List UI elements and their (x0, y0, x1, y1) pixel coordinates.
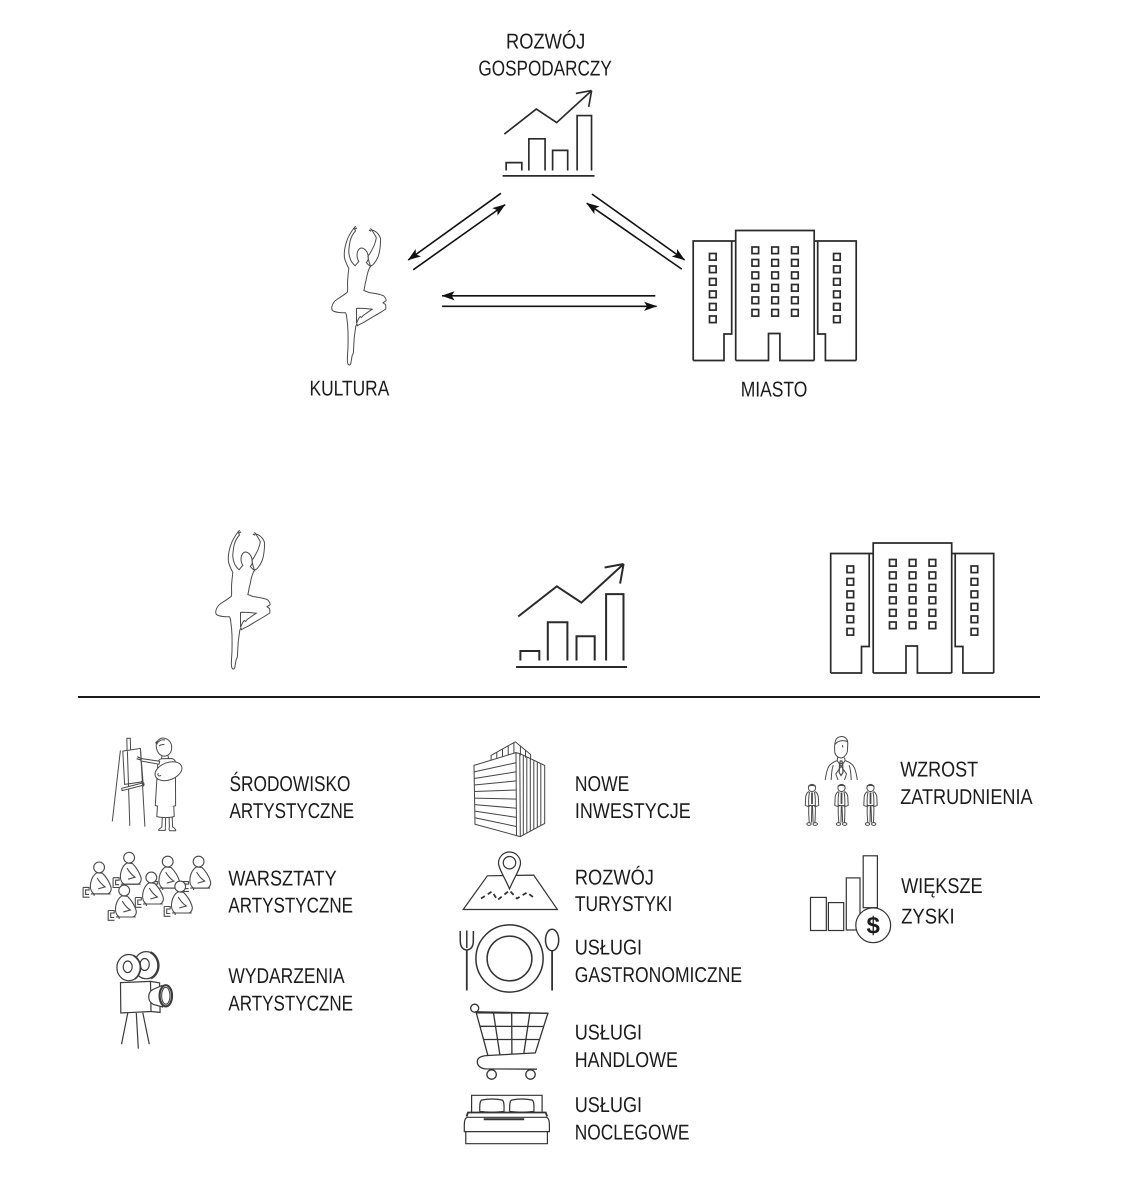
svg-text:MIASTO: MIASTO (741, 378, 808, 402)
svg-text:ROZWÓJ: ROZWÓJ (506, 29, 585, 53)
svg-text:ARTYSTYCZNE: ARTYSTYCZNE (228, 894, 353, 918)
svg-text:ŚRODOWISKO: ŚRODOWISKO (230, 771, 351, 796)
svg-text:GOSPODARCZY: GOSPODARCZY (478, 57, 611, 81)
svg-text:ROZWÓJ: ROZWÓJ (575, 866, 654, 890)
svg-text:USŁUGI: USŁUGI (575, 936, 642, 960)
svg-text:WZROST: WZROST (900, 758, 978, 782)
svg-text:INWESTYCJE: INWESTYCJE (575, 799, 691, 823)
svg-text:NOWE: NOWE (575, 772, 629, 796)
svg-text:WYDARZENIA: WYDARZENIA (228, 964, 345, 988)
svg-text:USŁUGI: USŁUGI (575, 1093, 642, 1117)
svg-text:WIĘKSZE: WIĘKSZE (901, 874, 983, 898)
svg-text:NOCLEGOWE: NOCLEGOWE (575, 1121, 690, 1145)
svg-text:ARTYSTYCZNE: ARTYSTYCZNE (230, 799, 355, 823)
svg-text:USŁUGI: USŁUGI (575, 1021, 642, 1045)
svg-text:ZYSKI: ZYSKI (901, 905, 955, 929)
svg-text:WARSZTATY: WARSZTATY (228, 866, 336, 890)
svg-text:KULTURA: KULTURA (310, 376, 390, 400)
svg-text:ARTYSTYCZNE: ARTYSTYCZNE (228, 991, 353, 1015)
svg-text:$: $ (867, 913, 881, 940)
svg-text:ZATRUDNIENIA: ZATRUDNIENIA (900, 785, 1033, 809)
svg-text:HANDLOWE: HANDLOWE (575, 1048, 678, 1072)
svg-text:GASTRONOMICZNE: GASTRONOMICZNE (575, 963, 742, 987)
svg-text:TURYSTYKI: TURYSTYKI (575, 892, 672, 916)
